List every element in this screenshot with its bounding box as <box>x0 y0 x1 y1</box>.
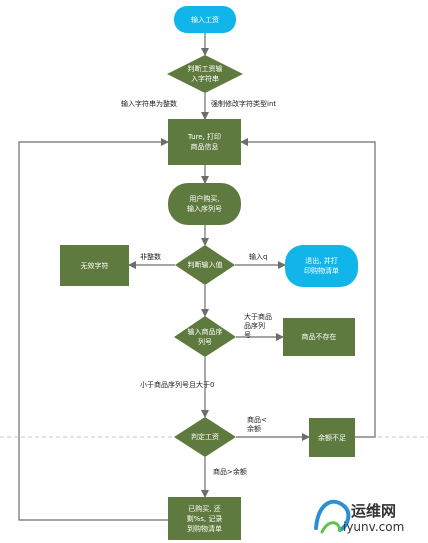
user-buy-node <box>168 183 241 225</box>
watermark-title: 运维网 <box>351 502 397 520</box>
edge-label-non-integer: 非整数 <box>140 253 161 261</box>
check-salary-label: 判断工资输 入字符串 <box>187 65 223 83</box>
insufficient-box <box>309 418 355 457</box>
quit-node <box>285 245 358 287</box>
check-index-diamond <box>174 316 236 357</box>
purchased-box <box>168 497 241 540</box>
invalid-char-box <box>60 245 129 286</box>
check-salary2-diamond <box>174 417 236 457</box>
check-input-diamond <box>175 245 235 285</box>
check-index-label: 输入商品序 列号 <box>187 327 223 346</box>
edge-insufficient-loop <box>240 138 376 438</box>
check-input-label: 判断输入值 <box>187 261 223 269</box>
user-buy-label: 用户购买, 输入序列号 <box>187 195 222 213</box>
edge-label-goods-lt-balance: 商品< 余额 <box>247 416 267 433</box>
check-salary2-label: 判定工资 <box>191 433 219 441</box>
not-exist-box <box>283 318 355 356</box>
watermark-url: iyunv.com <box>343 520 405 534</box>
print-goods-box <box>168 119 241 165</box>
print-goods-label: Ture, 打印 商品信息 <box>187 133 222 151</box>
edge-label-greater-than-index: 大于商品 品序列 号 <box>244 313 272 339</box>
edge-label-less-than-index: 小于商品序列号且大于0 <box>140 381 215 389</box>
purchased-label: 已购买, 还 剩%s, 记录 到购物清单 <box>186 504 223 533</box>
start-node-label: 输入工资 <box>191 15 219 24</box>
quit-label: 退出, 并打 印购物清单 <box>304 257 339 275</box>
start-node <box>174 6 236 33</box>
not-exist-label: 商品不存在 <box>301 333 337 341</box>
edge-label-input-q: 输入q <box>249 253 268 261</box>
insufficient-label: 余额不足 <box>318 433 346 442</box>
wave-logo-icon <box>314 499 351 534</box>
check-salary-diamond <box>167 55 243 93</box>
edge-purchased-loop <box>18 138 169 521</box>
edge-label-goods-gt-balance: 商品>余额 <box>213 468 247 476</box>
invalid-char-label: 无效字符 <box>80 261 109 270</box>
edge-label-convert-int: 强制修改字符类型int <box>211 100 277 108</box>
edge-label-salary-is-digit: 输入字符串为整数 <box>121 100 177 108</box>
